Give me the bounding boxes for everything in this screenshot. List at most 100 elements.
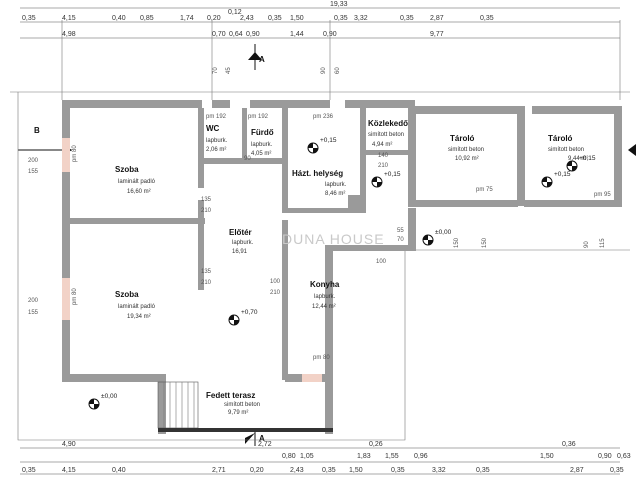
dim-bottom-row1b-value: 0,90 (598, 453, 612, 460)
svg-text:9,44 m²: 9,44 m² (568, 156, 588, 162)
room-tarolo-2: Tároló simított beton 9,44 m² (548, 134, 588, 162)
svg-text:200: 200 (28, 298, 39, 304)
room-haztartasi-helyseg: Házt. helység lapburk. 8,46 m² (292, 169, 347, 197)
svg-text:laminált padló: laminált padló (118, 179, 156, 185)
svg-text:115: 115 (600, 238, 606, 248)
dim-bottom-row1-value: 0,36 (562, 441, 576, 448)
svg-text:12,44 m²: 12,44 m² (312, 304, 336, 310)
svg-text:lapburk.: lapburk. (206, 138, 228, 144)
svg-text:210: 210 (201, 208, 212, 214)
dim-top-row2-value: 0,70 (212, 31, 226, 38)
level-value: +0,70 (241, 309, 258, 316)
room-eloter: Előtér lapburk. 16,91 (229, 228, 254, 255)
level-value: +0,15 (384, 171, 401, 178)
dim-bottom-row1b-value: 1,05 (300, 453, 314, 460)
dim-bottom-row2-value: 1,50 (349, 467, 363, 474)
dim-top-row1-value: 0,35 (334, 15, 348, 22)
svg-text:100: 100 (376, 259, 387, 265)
svg-text:4,94 m²: 4,94 m² (372, 142, 392, 148)
svg-text:155: 155 (28, 310, 39, 316)
svg-text:210: 210 (201, 280, 212, 286)
svg-text:Fürdő: Fürdő (251, 128, 274, 137)
room-szoba-2: Szoba laminált padló 19,34 m² (115, 290, 156, 320)
level-value: ±0,00 (435, 229, 452, 236)
svg-text:55: 55 (397, 228, 404, 234)
svg-text:Tároló: Tároló (450, 134, 475, 143)
dim-bottom-row1b-value: 1,55 (385, 453, 399, 460)
room-kozlekedo: Közlekedő simított beton 4,94 m² (368, 119, 408, 148)
svg-text:90: 90 (584, 241, 590, 248)
dim-bottom-row1b-value: 1,50 (540, 453, 554, 460)
svg-text:210: 210 (378, 163, 389, 169)
windows (62, 138, 322, 382)
dim-top-row1-value: 0,40 (112, 15, 126, 22)
level-value: ±0,00 (101, 393, 118, 400)
dim-bottom-row2-value: 2,71 (212, 467, 226, 474)
section-marker-b-right (628, 144, 636, 156)
svg-text:Házt. helység: Házt. helység (292, 169, 343, 178)
svg-text:laminált padló: laminált padló (118, 304, 156, 310)
room-furdo: Fürdő lapburk. 4,05 m² (251, 128, 274, 157)
dim-bottom-row2-value: 0,35 (22, 467, 36, 474)
dim-top-row1-value: 0,85 (140, 15, 154, 22)
level-value: +0,15 (554, 171, 571, 178)
dim-bottom-row1-value: 4,90 (62, 441, 76, 448)
svg-text:simított beton: simított beton (224, 402, 260, 408)
svg-text:B: B (34, 126, 40, 135)
walls (62, 100, 622, 434)
room-fedett-terasz: Fedett terasz simított beton 9,79 m² (206, 391, 260, 416)
svg-text:2,06 m²: 2,06 m² (206, 147, 226, 153)
svg-text:lapburk.: lapburk. (251, 142, 273, 148)
svg-text:19,34 m²: 19,34 m² (127, 314, 151, 320)
dim-bottom-row2-value: 0,40 (112, 467, 126, 474)
svg-text:lapburk.: lapburk. (314, 294, 336, 300)
svg-text:150: 150 (454, 237, 460, 248)
level-marker: ±0,00 (422, 229, 452, 246)
level-value: +0,15 (579, 155, 596, 162)
dim-bottom-row1b-value: 0,80 (282, 453, 296, 460)
svg-text:Szoba: Szoba (115, 290, 139, 299)
svg-text:Fedett terasz: Fedett terasz (206, 391, 255, 400)
dim-top-row1-value: 0,35 (400, 15, 414, 22)
dim-top-row1-value: 2,87 (430, 15, 444, 22)
svg-text:Előtér: Előtér (229, 228, 252, 237)
svg-text:140: 140 (378, 153, 389, 159)
level-marker: +0,70 (228, 309, 258, 326)
dim-bottom-row2-value: 2,43 (290, 467, 304, 474)
svg-text:16,60 m²: 16,60 m² (127, 189, 151, 195)
dim-top-row1-value: 1,50 (290, 15, 304, 22)
dim-sub: 0,12 (228, 9, 242, 16)
level-marker: +0,15 (371, 171, 401, 188)
section-marker-a-top: A (248, 44, 265, 70)
svg-text:pm 80: pm 80 (313, 355, 330, 361)
dim-top-row1-value: 0,35 (22, 15, 36, 22)
dim-bottom-row1b-value: 1,83 (357, 453, 371, 460)
svg-text:pm 192: pm 192 (248, 114, 269, 120)
svg-text:10,92 m²: 10,92 m² (455, 156, 479, 162)
dim-top-row1-value: 0,35 (268, 15, 282, 22)
dim-top-row1-value: 3,32 (354, 15, 368, 22)
svg-text:150: 150 (482, 237, 488, 248)
svg-text:60: 60 (335, 67, 341, 74)
svg-text:155: 155 (28, 169, 39, 175)
svg-text:9,79 m²: 9,79 m² (228, 410, 248, 416)
dim-bottom-row2-value: 3,32 (432, 467, 446, 474)
svg-text:4,05 m²: 4,05 m² (251, 151, 271, 157)
dim-bottom-row1-value: 2,72 (258, 441, 272, 448)
dim-bottom-row2-value: 2,87 (570, 467, 584, 474)
dim-bottom-row2-value: 0,35 (476, 467, 490, 474)
svg-text:210: 210 (270, 290, 281, 296)
annotation-labels: pm 80 pm 80 pm 192 pm 192 pm 236 pm 75 p… (28, 67, 611, 361)
room-wc: WC lapburk. 2,06 m² (206, 124, 228, 153)
svg-text:200: 200 (28, 158, 39, 164)
dim-bottom-row1b-value: 0,96 (414, 453, 428, 460)
room-konyha: Konyha lapburk. 12,44 m² (310, 280, 340, 310)
svg-text:simított beton: simított beton (368, 132, 404, 138)
dim-overall: 19,33 (330, 1, 348, 8)
level-marker: +0,15 (307, 137, 337, 154)
svg-text:Konyha: Konyha (310, 280, 340, 289)
watermark: DUNA HOUSE (282, 231, 385, 247)
svg-text:WC: WC (206, 124, 220, 133)
svg-text:Tároló: Tároló (548, 134, 573, 143)
